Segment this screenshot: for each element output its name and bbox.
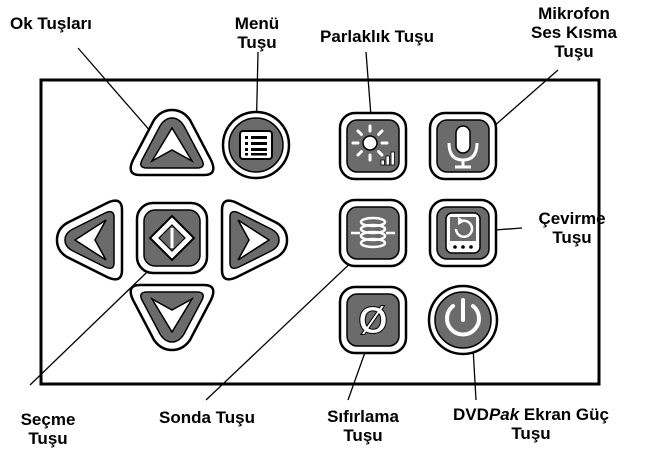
zero-key[interactable]: Ø — [338, 285, 408, 355]
probe-key[interactable] — [338, 198, 408, 268]
down-arrow-icon — [149, 296, 195, 334]
label-rotate-line1: Çevirme — [538, 209, 606, 228]
label-menu-key: Menü Tuşu — [222, 14, 292, 52]
label-mic-mute-line1: Mikrofon — [538, 4, 610, 23]
microphone-mute-key[interactable] — [428, 111, 498, 181]
label-select-line1: Seçme — [20, 410, 76, 429]
up-arrow-key[interactable] — [129, 108, 215, 177]
label-mic-mute-line2: Ses Kısma — [531, 23, 617, 42]
zero-icon: Ø — [358, 300, 388, 342]
label-power-italic: Pak — [488, 405, 520, 424]
right-arrow-key[interactable] — [220, 199, 289, 281]
coil-icon — [351, 216, 395, 249]
select-key[interactable] — [135, 201, 209, 275]
label-probe-key: Sonda Tuşu — [158, 408, 255, 427]
up-arrow-icon — [149, 126, 195, 164]
label-mic-mute-line3: Tuşu — [554, 42, 594, 61]
microphone-icon — [447, 125, 479, 169]
label-zero-key: Sıfırlama Tuşu — [313, 407, 413, 445]
label-menu-key-line1: Menü — [234, 14, 280, 33]
label-arrow-keys: Ok Tuşları — [10, 14, 92, 33]
label-power-line2: Tuşu — [511, 424, 551, 443]
label-mic-mute-key: Mikrofon Ses Kısma Tuşu — [519, 4, 629, 61]
label-zero-line2: Tuşu — [343, 426, 383, 445]
power-key[interactable] — [427, 284, 499, 356]
label-menu-key-line2: Tuşu — [237, 33, 277, 52]
down-arrow-key[interactable] — [129, 283, 215, 352]
label-power-key: DVDPak Ekran Güç Tuşu — [416, 405, 646, 443]
keypad-panel — [39, 78, 601, 386]
rotate-icon — [445, 212, 481, 254]
left-arrow-icon — [73, 219, 107, 261]
right-arrow-icon — [237, 219, 271, 261]
label-zero-line1: Sıfırlama — [327, 407, 399, 426]
label-rotate-key: Çevirme Tuşu — [522, 209, 622, 247]
label-select-key: Seçme Tuşu — [8, 410, 88, 448]
label-brightness-key: Parlaklık Tuşu — [320, 27, 435, 46]
left-arrow-key[interactable] — [55, 199, 124, 281]
label-power-line1: DVDPak Ekran Güç — [416, 405, 646, 424]
label-power-prefix: DVD — [453, 405, 489, 424]
brightness-key[interactable] — [338, 111, 408, 181]
menu-icon — [239, 130, 273, 160]
label-select-line2: Tuşu — [28, 429, 68, 448]
label-rotate-line2: Tuşu — [552, 228, 592, 247]
power-icon — [445, 298, 481, 337]
menu-key[interactable] — [221, 110, 291, 180]
rotate-key[interactable] — [428, 198, 498, 268]
sun-icon — [351, 124, 395, 166]
label-power-suffix: Ekran Güç — [519, 405, 609, 424]
